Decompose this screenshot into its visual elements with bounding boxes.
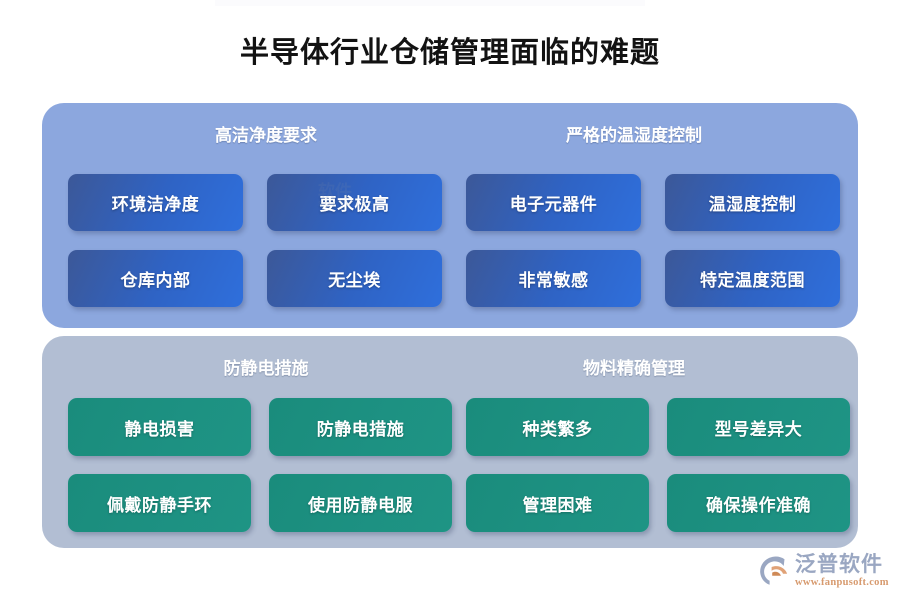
group-title-esd-measures: 防静电措施 bbox=[223, 359, 309, 378]
logo-website-url: www.fanpusoft.com bbox=[795, 577, 889, 588]
group-title-temperature-humidity: 严格的温湿度控制 bbox=[566, 126, 702, 145]
logo-company-name: 泛普软件 bbox=[795, 553, 883, 576]
chip-highly-sensitive[interactable]: 非常敏感 bbox=[466, 250, 641, 307]
fanpu-logo-icon bbox=[757, 554, 791, 588]
chip-ensure-accuracy[interactable]: 确保操作准确 bbox=[667, 474, 850, 532]
group-title-cleanliness: 高洁净度要求 bbox=[215, 126, 317, 145]
chip-very-high-requirement[interactable]: 要求极高 bbox=[267, 174, 442, 231]
page-title: 半导体行业仓储管理面临的难题 bbox=[239, 37, 660, 69]
chip-grid-panel-1: 环境洁净度 要求极高 电子元器件 温湿度控制 仓库内部 无尘埃 非常敏感 特定温… bbox=[42, 103, 858, 328]
logo-text-group: 泛普软件 www.fanpusoft.com bbox=[795, 553, 889, 589]
chip-wear-esd-clothing[interactable]: 使用防静电服 bbox=[269, 474, 452, 532]
brand-logo[interactable]: 泛普软件 www.fanpusoft.com bbox=[757, 548, 897, 594]
chip-temp-humidity-control[interactable]: 温湿度控制 bbox=[665, 174, 840, 231]
chip-specific-temp-range[interactable]: 特定温度范围 bbox=[665, 250, 840, 307]
chip-management-difficulty[interactable]: 管理困难 bbox=[466, 474, 649, 532]
chip-electronic-components[interactable]: 电子元器件 bbox=[466, 174, 641, 231]
chip-esd-measures[interactable]: 防静电措施 bbox=[269, 398, 452, 456]
chip-static-damage[interactable]: 静电损害 bbox=[68, 398, 251, 456]
chip-environment-cleanliness[interactable]: 环境洁净度 bbox=[68, 174, 243, 231]
panel-clean-temp: 高洁净度要求 严格的温湿度控制 环境洁净度 要求极高 电子元器件 温湿度控制 仓… bbox=[42, 103, 858, 328]
panel-esd-material: 防静电措施 物料精确管理 静电损害 防静电措施 种类繁多 型号差异大 佩戴防静手… bbox=[42, 336, 858, 548]
chip-grid-panel-2: 静电损害 防静电措施 种类繁多 型号差异大 佩戴防静手环 使用防静电服 管理困难… bbox=[42, 336, 858, 548]
group-title-material-management: 物料精确管理 bbox=[583, 359, 685, 378]
chip-many-categories[interactable]: 种类繁多 bbox=[466, 398, 649, 456]
chip-warehouse-interior[interactable]: 仓库内部 bbox=[68, 250, 243, 307]
chip-model-variation[interactable]: 型号差异大 bbox=[667, 398, 850, 456]
chip-wear-esd-wristband[interactable]: 佩戴防静手环 bbox=[68, 474, 251, 532]
chip-dust-free[interactable]: 无尘埃 bbox=[267, 250, 442, 307]
top-accent-band bbox=[215, 0, 645, 6]
